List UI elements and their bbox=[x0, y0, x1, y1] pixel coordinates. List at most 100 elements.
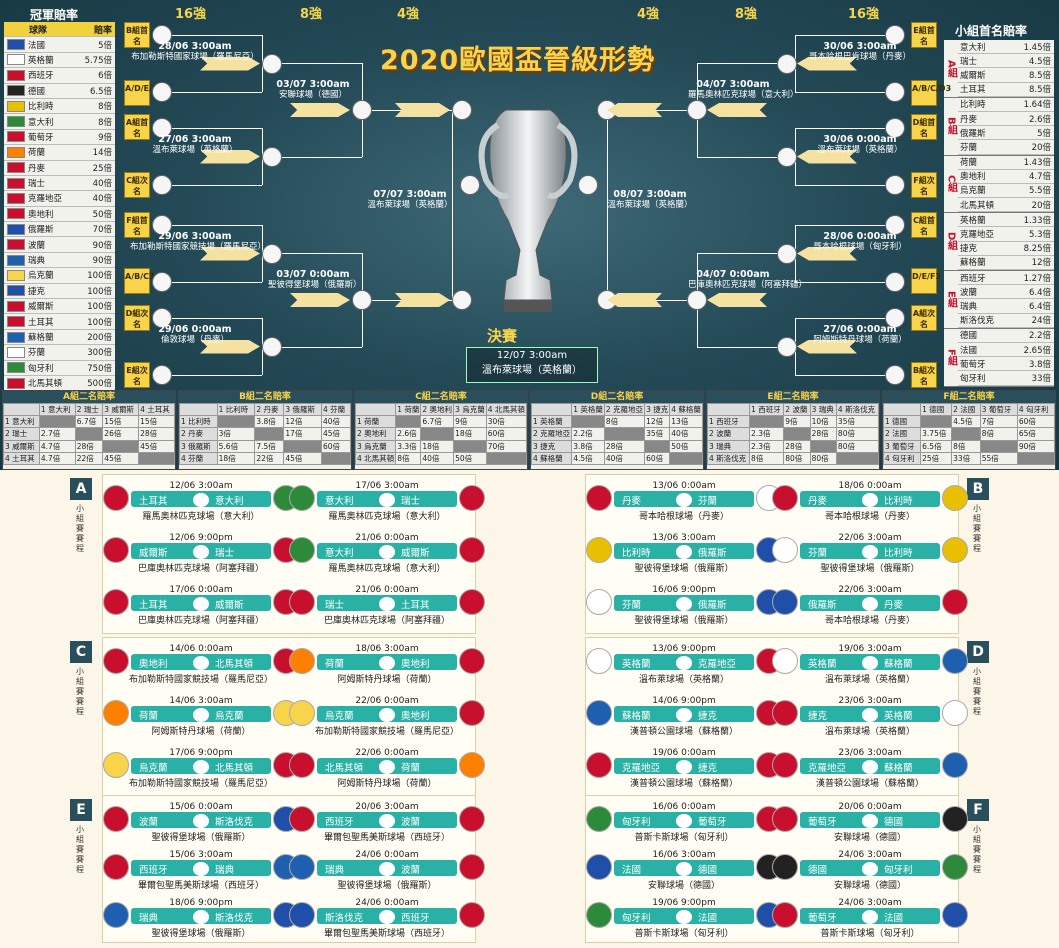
away-team: 德國 bbox=[884, 817, 904, 828]
advance-arrow-icon bbox=[290, 103, 350, 117]
odds-value: 200倍 bbox=[87, 333, 112, 343]
home-team: 土耳其 bbox=[139, 600, 168, 611]
grid-cell: 1 德國 bbox=[882, 415, 922, 429]
final-label: 決賽 bbox=[487, 327, 518, 345]
grid-cell: 28倍 bbox=[809, 427, 837, 441]
home-team: 瑞典 bbox=[325, 865, 345, 876]
odds-value: 6.4倍 bbox=[1028, 301, 1051, 312]
away-team: 威爾斯 bbox=[401, 548, 430, 559]
team-name: 北馬其頓 bbox=[960, 200, 995, 211]
grid-header: 2 瑞士 bbox=[74, 402, 104, 417]
advance-arrow-icon bbox=[290, 293, 350, 307]
vs-badge: vs bbox=[193, 656, 209, 670]
grid-cell: 40倍 bbox=[603, 451, 646, 465]
bracket-node bbox=[152, 175, 172, 195]
match-venue: 布加勒斯特國家競技場（羅馬尼亞） bbox=[128, 675, 273, 685]
match-venue: 布加勒斯特國家競技場（羅馬尼亞） bbox=[130, 241, 267, 252]
match-date: 08/07 3:00am bbox=[613, 189, 687, 200]
flag-icon bbox=[7, 131, 25, 143]
grid-cell bbox=[283, 439, 322, 453]
team-flag-icon bbox=[289, 854, 315, 880]
grid-cell: 18倍 bbox=[216, 451, 256, 465]
team-flag-icon bbox=[942, 854, 968, 880]
flag-icon bbox=[7, 39, 25, 51]
group-schedule-label: 小組賽賽程 bbox=[76, 825, 84, 874]
match-venue: 哥本哈根球場（丹麥） bbox=[824, 616, 915, 626]
grid-cell: 4 斯洛伐克 bbox=[706, 451, 751, 465]
away-team: 俄羅斯 bbox=[698, 548, 727, 559]
away-team: 西班牙 bbox=[401, 913, 430, 924]
team-name: 意大利 bbox=[28, 117, 54, 128]
bracket-node bbox=[687, 100, 707, 120]
bracket-node bbox=[885, 82, 905, 102]
team-name: 丹麥 bbox=[960, 114, 978, 125]
grid-cell: 4 北馬其頓 bbox=[354, 451, 397, 465]
grid-cell: 3 瑞典 bbox=[706, 439, 751, 453]
grid-cell: 60倍 bbox=[320, 439, 352, 453]
team-name: 葡萄牙 bbox=[960, 359, 986, 370]
away-team: 土耳其 bbox=[401, 600, 430, 611]
odds-value: 2.65倍 bbox=[1023, 345, 1051, 356]
advance-arrow-icon bbox=[200, 56, 260, 71]
bracket-line bbox=[452, 110, 453, 300]
bracket-node bbox=[777, 53, 797, 74]
match-venue: 溫布萊球場（英格蘭） bbox=[824, 675, 915, 685]
advance-arrow-icon bbox=[797, 56, 857, 71]
away-team: 克羅地亞 bbox=[698, 659, 737, 670]
grid-cell bbox=[38, 415, 76, 429]
match-venue: 溫布萊球場（英格蘭） bbox=[367, 200, 453, 210]
odds-value: 20倍 bbox=[1031, 200, 1051, 211]
team-flag-icon bbox=[459, 648, 485, 674]
match-datetime: 22/06 3:00am bbox=[838, 585, 902, 595]
advance-arrow-icon bbox=[200, 339, 260, 354]
grid-cell: 90倍 bbox=[1016, 439, 1056, 453]
away-team: 蘇格蘭 bbox=[884, 659, 913, 670]
home-team: 意大利 bbox=[325, 496, 354, 507]
team-name: 奧地利 bbox=[960, 172, 986, 183]
vs-badge: vs bbox=[193, 910, 209, 924]
team-flag-icon bbox=[942, 806, 968, 832]
grid-cell: 5.6倍 bbox=[216, 439, 256, 453]
team-flag-icon bbox=[459, 854, 485, 880]
odds-value: 20倍 bbox=[1031, 142, 1051, 153]
match-venue: 聖彼得堡球場（俄羅斯） bbox=[151, 929, 251, 939]
odds-value: 100倍 bbox=[87, 286, 112, 297]
grid-header: 3 俄羅斯 bbox=[283, 402, 322, 417]
round-label-r16: 16強 bbox=[848, 7, 880, 22]
grid-cell bbox=[395, 415, 422, 429]
grid-cell: 2 瑞士 bbox=[3, 427, 40, 441]
grid-cell: 50倍 bbox=[453, 451, 487, 465]
group-slot-tag: B組首名 bbox=[124, 22, 150, 48]
odds-value: 2.6倍 bbox=[1028, 114, 1051, 125]
bracket-node bbox=[885, 308, 905, 328]
bracket-line bbox=[795, 318, 885, 319]
vs-badge: vs bbox=[193, 708, 209, 722]
team-name: 波蘭 bbox=[28, 240, 46, 251]
team-name: 英格蘭 bbox=[28, 55, 54, 66]
team-flag-icon bbox=[586, 806, 612, 832]
